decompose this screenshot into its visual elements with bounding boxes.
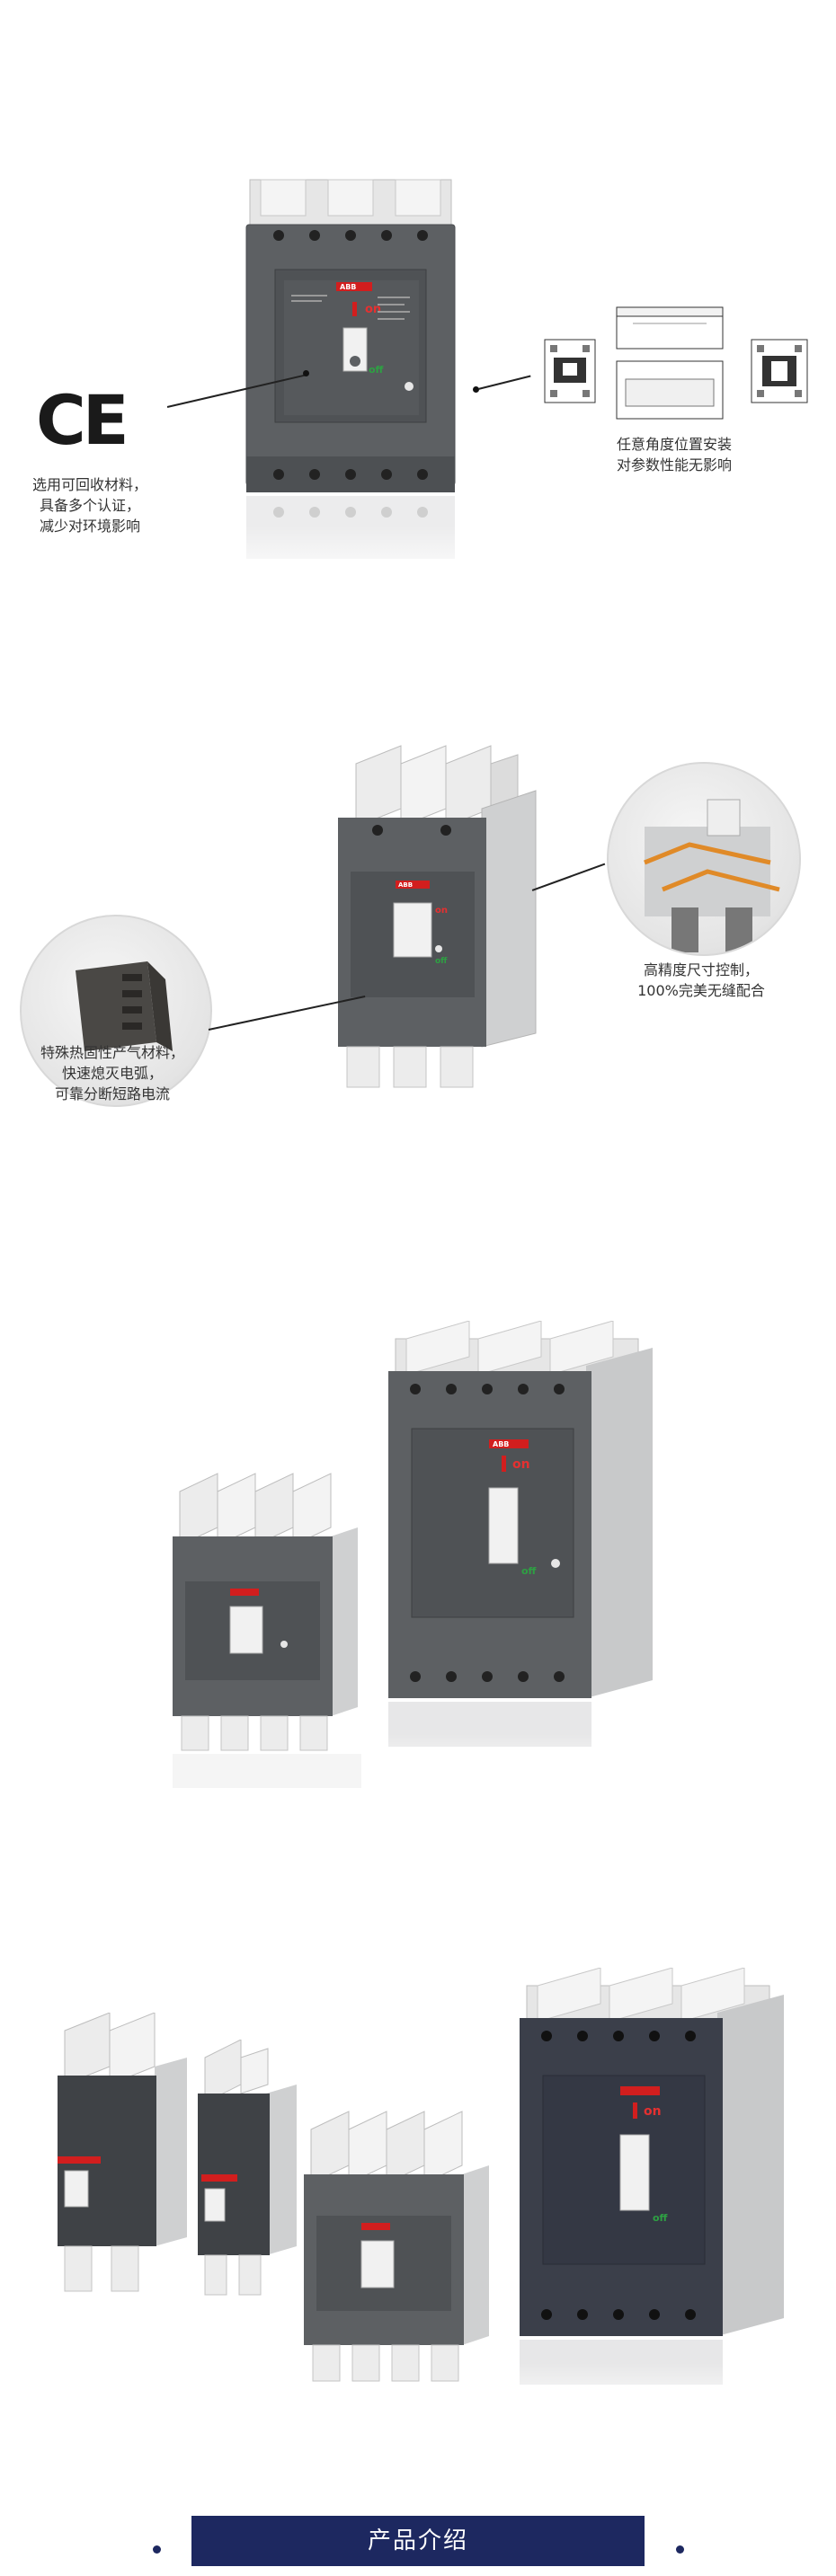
svg-text:on: on [435, 906, 448, 916]
footer-dot-left [153, 2545, 161, 2554]
breaker-family-3-image [304, 2111, 489, 2382]
svg-text:on: on [644, 2104, 662, 2119]
leader-line-right [477, 375, 531, 390]
precision-fit-closeup [607, 762, 801, 956]
caption-arc-material-visible: 特殊热固性产气材料， 快速熄灭电弧， 可靠分断短路电流 [40, 1044, 184, 1102]
footer-dot-right [676, 2545, 684, 2554]
leader-dot-right [473, 386, 479, 393]
product-intro-banner: 产品介绍 [191, 2516, 645, 2566]
section-product-family: on off [0, 1968, 836, 2453]
breaker-large-image: ABB on off [388, 1321, 658, 1788]
svg-text:on: on [512, 1457, 530, 1472]
section-arc-precision: ABB on off 高精度尺寸控制， [0, 683, 836, 1132]
svg-text:off: off [521, 1565, 537, 1577]
abb-logo-text: ABB [340, 283, 356, 291]
svg-text:off: off [435, 957, 448, 966]
breaker-family-1-image [58, 2013, 187, 2292]
breaker-side-image: ABB on off [338, 745, 537, 1088]
ce-certification-icon: CE [36, 380, 129, 460]
breaker-family-4-image: on off [520, 1968, 789, 2417]
breaker-family-2-image [198, 2040, 297, 2296]
mounting-orientation-diagram [544, 306, 808, 420]
arc-material-closeup [20, 915, 212, 1107]
svg-text:on: on [365, 303, 381, 316]
breaker-small-image [173, 1473, 361, 1788]
caption-precision: 高精度尺寸控制， 100%完美无缝配合 [637, 961, 765, 999]
leader-dot-left [303, 370, 309, 376]
svg-text:ABB: ABB [398, 881, 413, 889]
section-recyclable-install: ABB on off CE 选用可回收材料， 具备多个认证， 减少对环境影响 [0, 0, 836, 611]
top-fade [0, 72, 836, 135]
svg-text:off: off [653, 2212, 668, 2224]
caption-recyclable: 选用可回收材料， 具备多个认证， 减少对环境影响 [31, 476, 147, 535]
svg-text:ABB: ABB [493, 1440, 509, 1448]
breaker-front-image: ABB on off [243, 179, 458, 584]
caption-any-angle: 任意角度位置安装 对参数性能无影响 [616, 436, 732, 474]
section-two-breakers: ABB on off [0, 1321, 836, 1824]
svg-text:off: off [369, 364, 384, 376]
